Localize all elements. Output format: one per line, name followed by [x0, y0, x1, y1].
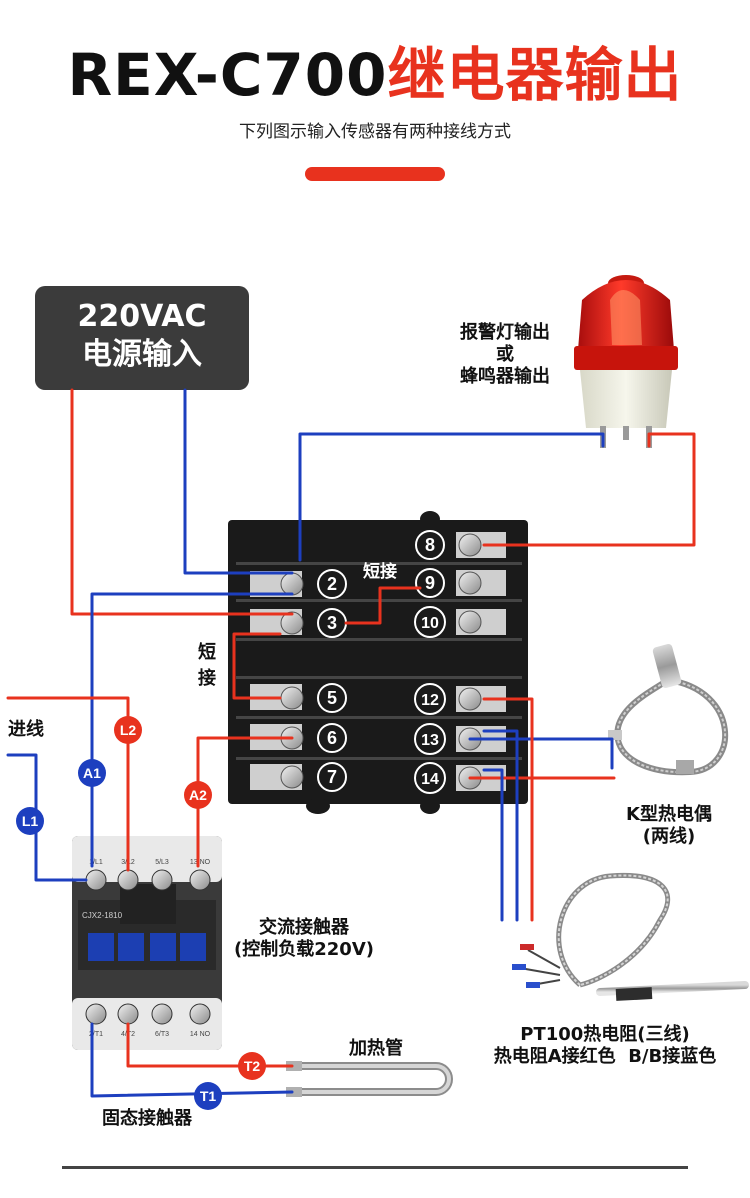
- terminal-2: 2: [327, 574, 337, 594]
- badge-l2-text: L2: [120, 722, 137, 738]
- terminal-12: 12: [421, 692, 439, 709]
- terminal-3: 3: [327, 613, 337, 633]
- pt100-probe: [512, 872, 749, 1001]
- badge-a1: A1: [78, 759, 106, 787]
- badge-l1-text: L1: [22, 813, 39, 829]
- terminal-9: 9: [425, 573, 435, 593]
- alarm-label: 报警灯输出 或 蜂鸣器输出: [440, 322, 570, 388]
- ac-contactor-note: (控制负载220V): [234, 939, 374, 960]
- terminal-14: 14: [421, 771, 439, 788]
- right-screws: [456, 532, 506, 791]
- k-thermocouple-label: K型热电偶 (两线): [606, 804, 732, 848]
- subtitle: 下列图示输入传感器有两种接线方式: [239, 122, 511, 142]
- power-line-2: 电源输入: [82, 337, 202, 372]
- ac-contactor-label: 交流接触器 (控制负载220V): [224, 917, 384, 961]
- contactor-model: CJX2-1810: [82, 911, 123, 920]
- badge-a2: A2: [184, 781, 212, 809]
- incoming-label: 进线: [8, 719, 44, 740]
- badge-a1-text: A1: [83, 765, 101, 781]
- badge-t2-text: T2: [244, 1058, 261, 1074]
- bottom-divider: [62, 1166, 688, 1169]
- badge-t2: T2: [238, 1052, 266, 1080]
- ac-contactor: 1/L1 3/L2 5/L3 13 NO 2/T1 4/T2 6/T3 14 N…: [72, 836, 222, 1050]
- controller-terminal-block: 2 3 5 6 7 8 9 10 12 13 14 短接: [228, 511, 528, 814]
- badge-t1-text: T1: [200, 1088, 217, 1104]
- terminal-6: 6: [327, 728, 337, 748]
- contactor-top-term-1: 1/L1: [89, 859, 103, 866]
- badge-t1: T1: [194, 1082, 222, 1110]
- alarm-label-3: 蜂鸣器输出: [460, 366, 550, 387]
- alarm-label-2: 或: [496, 344, 514, 365]
- k-thermocouple-note: (两线): [642, 826, 696, 847]
- contactor-bottom-term-3: 6/T3: [155, 1031, 169, 1038]
- pt100-title: PT100热电阻(三线): [520, 1024, 690, 1045]
- terminal-10: 10: [421, 615, 439, 632]
- terminal-5: 5: [327, 688, 337, 708]
- title-rest: 继电器输出: [387, 41, 683, 109]
- terminal-7: 7: [327, 767, 337, 787]
- title-model: REX-C700: [67, 41, 388, 109]
- badge-a2-text: A2: [189, 787, 207, 803]
- ssr-label: 固态接触器: [102, 1108, 192, 1129]
- short-side-label: 短 接: [192, 642, 222, 690]
- short-label-top: 短接: [363, 561, 397, 582]
- short-side-1: 短: [198, 642, 216, 663]
- k-thermocouple-title: K型热电偶: [626, 804, 712, 825]
- heater-tube: [286, 1061, 453, 1097]
- alarm-lamp: [574, 275, 678, 448]
- contactor-top-term-4: 13 NO: [190, 859, 211, 866]
- accent-bar: [305, 167, 445, 181]
- pt100-label: PT100热电阻(三线) 热电阻A接红色 B/B接蓝色: [470, 1024, 740, 1068]
- ac-contactor-title: 交流接触器: [259, 917, 349, 938]
- pt100-note: 热电阻A接红色 B/B接蓝色: [493, 1046, 717, 1067]
- contactor-bottom-term-1: 2/T1: [89, 1031, 103, 1038]
- contactor-top-term-3: 5/L3: [155, 859, 169, 866]
- power-line-1: 220VAC: [77, 299, 207, 334]
- power-input-box: 220VAC 电源输入: [35, 286, 249, 390]
- short-side-2: 接: [198, 668, 216, 689]
- terminal-8: 8: [425, 535, 435, 555]
- alarm-label-1: 报警灯输出: [460, 322, 550, 343]
- terminal-13: 13: [421, 732, 439, 749]
- heater-label: 加热管: [349, 1038, 403, 1059]
- page-title: REX-C700继电器输出: [0, 28, 750, 112]
- k-thermocouple-probe: [608, 644, 729, 776]
- badge-l1: L1: [16, 807, 44, 835]
- contactor-bottom-term-4: 14 NO: [190, 1031, 211, 1038]
- badge-l2: L2: [114, 716, 142, 744]
